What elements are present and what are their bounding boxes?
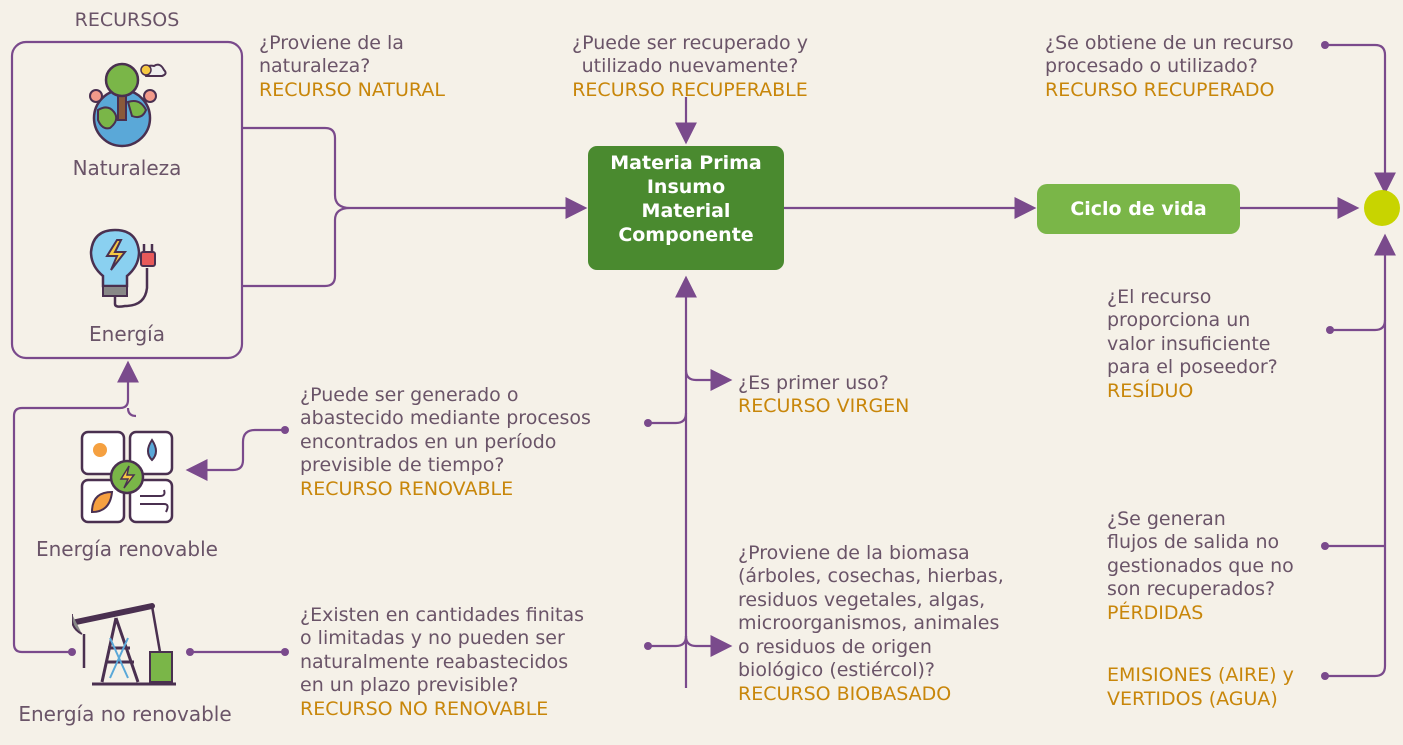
no-renovable-label: Energía no renovable [18, 702, 232, 726]
box-line-4: Componente [618, 224, 754, 246]
box-line-2: Insumo [646, 176, 726, 198]
recursos-title: RECURSOS [74, 9, 180, 31]
q-virgen: ¿Es primer uso? RECURSO VIRGEN [738, 348, 909, 442]
q-biobasado-answer: RECURSO BIOBASADO [738, 682, 952, 705]
q-residuo: ¿El recurso proporciona un valor insufic… [1107, 262, 1278, 427]
q-recuperable-text: ¿Puede ser recuperado y utilizado nuevam… [572, 31, 808, 78]
q-recuperado-answer: RECURSO RECUPERADO [1045, 78, 1275, 101]
q-virgen-text: ¿Es primer uso? [738, 371, 889, 394]
q-no-renovable-text: ¿Existen en cantidades finitas o limitad… [300, 603, 585, 697]
q-perdidas: ¿Se generan flujos de salida no gestiona… [1107, 484, 1294, 649]
q-perdidas-text: ¿Se generan flujos de salida no gestiona… [1107, 507, 1294, 601]
q-natural: ¿Proviene de la naturaleza? RECURSO NATU… [259, 8, 445, 126]
box-line-3: Material [641, 200, 731, 222]
q-natural-text: ¿Proviene de la naturaleza? [259, 31, 404, 78]
q-residuo-text: ¿El recurso proporciona un valor insufic… [1107, 285, 1278, 379]
q-no-renovable: ¿Existen en cantidades finitas o limitad… [300, 580, 584, 745]
q-biobasado: ¿Proviene de la biomasa (árboles, cosech… [738, 518, 1004, 730]
renovable-label: Energía renovable [35, 537, 218, 561]
connector-lines [10, 40, 1400, 688]
q-natural-answer: RECURSO NATURAL [259, 78, 445, 101]
q-virgen-answer: RECURSO VIRGEN [738, 395, 910, 417]
ciclo-de-vida-box: Ciclo de vida [1037, 184, 1240, 234]
q-perdidas-answer: PÉRDIDAS [1107, 601, 1204, 624]
q-recuperado: ¿Se obtiene de un recurso procesado o ut… [1045, 8, 1294, 126]
emisiones-label: EMISIONES (AIRE) y VERTIDOS (AGUA) [1107, 664, 1294, 710]
q-no-renovable-answer: RECURSO NO RENOVABLE [300, 697, 549, 720]
oil-pump-icon [72, 603, 176, 686]
q-renovable-answer: RECURSO RENOVABLE [300, 477, 514, 500]
energia-label: Energía [89, 322, 165, 346]
renewable-energy-icon [80, 430, 174, 524]
q-recuperable: ¿Puede ser recuperado y utilizado nuevam… [540, 8, 840, 126]
box-line-1: Materia Prima [610, 152, 762, 174]
q-recuperable-answer: RECURSO RECUPERABLE [572, 78, 808, 101]
q-renovable: ¿Puede ser generado o abastecido mediant… [300, 360, 591, 525]
q-renovable-text: ¿Puede ser generado o abastecido mediant… [300, 383, 591, 477]
naturaleza-label: Naturaleza [72, 156, 182, 180]
nature-globe-icon [89, 62, 167, 148]
q-biobasado-text: ¿Proviene de la biomasa (árboles, cosech… [738, 541, 1004, 682]
materia-prima-box: Materia Prima Insumo Material Componente [588, 146, 784, 270]
lightbulb-plug-icon [89, 228, 156, 308]
q-recuperado-text: ¿Se obtiene de un recurso procesado o ut… [1045, 31, 1294, 78]
junction-node [1364, 190, 1400, 226]
q-residuo-answer: RESÍDUO [1107, 379, 1194, 402]
